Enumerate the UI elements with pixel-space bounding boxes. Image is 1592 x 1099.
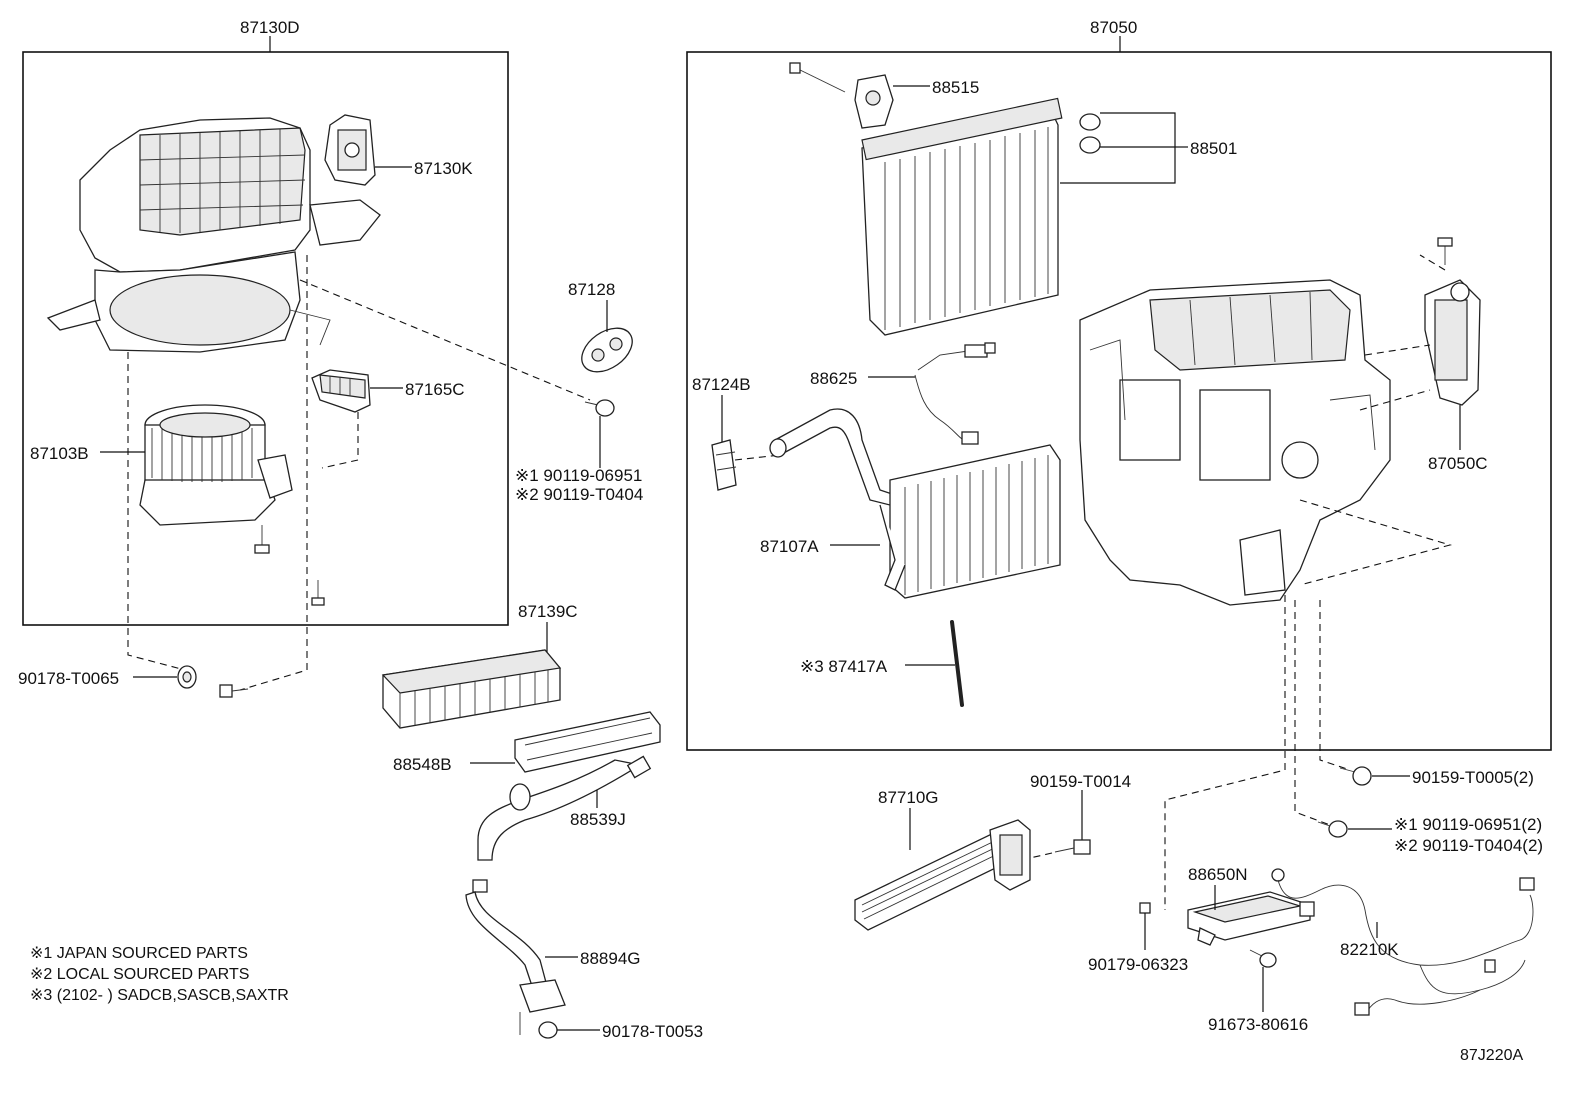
grommet-87128	[581, 300, 633, 373]
note-1: ※1 JAPAN SOURCED PARTS	[30, 945, 248, 962]
dash-guide-7	[1319, 600, 1351, 771]
screw-90159-T0005	[1339, 766, 1410, 786]
dash-guide-3	[299, 279, 591, 401]
label-87710G[interactable]: 87710G	[878, 788, 939, 807]
servo-motor-87050C	[1359, 237, 1481, 450]
label-87103B[interactable]: 87103B	[30, 444, 89, 463]
label-90159-T0005[interactable]: 90159-T0005(2)	[1412, 768, 1534, 787]
label-88501[interactable]: 88501	[1190, 139, 1237, 158]
label-87139C[interactable]: 87139C	[518, 602, 578, 621]
filter-cover-88548B	[470, 711, 661, 773]
label-90178-T0053[interactable]: 90178-T0053	[602, 1022, 703, 1041]
expansion-valve-88515	[789, 62, 930, 129]
note-2: ※2 LOCAL SOURCED PARTS	[30, 966, 249, 983]
label-88625[interactable]: 88625	[810, 369, 857, 388]
label-87130K[interactable]: 87130K	[414, 159, 473, 178]
label-87050[interactable]: 87050	[1090, 18, 1137, 37]
clip-90179-06323	[1139, 902, 1151, 950]
thermistor-88625	[868, 342, 996, 445]
label-88539J[interactable]: 88539J	[570, 810, 626, 829]
dash-guide-2	[239, 255, 308, 691]
dash-guide-6	[1294, 600, 1331, 826]
label-90179-06323[interactable]: 90179-06323	[1088, 955, 1188, 974]
label-88894G[interactable]: 88894G	[580, 949, 641, 968]
label-88650N[interactable]: 88650N	[1188, 865, 1248, 884]
label-82210K[interactable]: 82210K	[1340, 940, 1399, 959]
label-87128[interactable]: 87128	[568, 280, 615, 299]
blower-housing	[46, 117, 381, 353]
label-90119-06951-a[interactable]: ※1 90119-06951	[515, 466, 642, 485]
dash-guide-5	[1164, 595, 1286, 910]
drain-hose-88539J	[477, 755, 652, 861]
nut-90178-T0065	[133, 665, 197, 689]
group-box-87050	[686, 36, 1552, 751]
label-90178-T0065[interactable]: 90178-T0065	[18, 669, 119, 688]
seal-strip-87417A	[905, 620, 964, 707]
diagram-code: 87J220A	[1460, 1047, 1523, 1064]
screw-90159-T0014	[1029, 790, 1091, 859]
label-87107A[interactable]: 87107A	[760, 537, 819, 556]
bolt-90119-upper	[584, 399, 615, 468]
air-filter-87139C	[381, 622, 562, 729]
label-90119-06951-b[interactable]: ※1 90119-06951(2)	[1394, 815, 1542, 834]
dash-guide-1	[127, 352, 186, 671]
wire-harness-82210K	[1277, 877, 1535, 1016]
label-88515[interactable]: 88515	[932, 78, 979, 97]
screw-small-1	[311, 580, 325, 606]
note-3: ※3 (2102- ) SADCB,SASCB,SAXTR	[30, 987, 289, 1004]
blower-motor-87103B	[100, 404, 293, 554]
drain-pipe-88894G	[465, 879, 578, 1035]
label-90119-T0404-b[interactable]: ※2 90119-T0404(2)	[1394, 836, 1543, 855]
evaporator-88501	[861, 97, 1188, 336]
screw-91673-80616	[1249, 949, 1277, 1012]
label-87130D[interactable]: 87130D	[240, 18, 300, 37]
label-90119-T0404-a[interactable]: ※2 90119-T0404	[515, 485, 643, 504]
label-91673-80616[interactable]: 91673-80616	[1208, 1015, 1308, 1034]
label-90159-T0014[interactable]: 90159-T0014	[1030, 772, 1131, 791]
label-87165C[interactable]: 87165C	[405, 380, 465, 399]
label-87417A[interactable]: ※3 87417A	[800, 657, 888, 676]
blower-resistor-87165C	[311, 369, 403, 469]
label-88548B[interactable]: 88548B	[393, 755, 452, 774]
dash-guide-4	[1299, 499, 1453, 586]
ptc-heater-87710G	[854, 808, 1031, 931]
label-87050C[interactable]: 87050C	[1428, 454, 1488, 473]
servo-motor-87130K	[324, 114, 412, 186]
bolt-lower-left	[219, 684, 249, 698]
clip-87124B	[711, 395, 781, 491]
label-87124B[interactable]: 87124B	[692, 375, 751, 394]
amplifier-88650N	[1187, 868, 1315, 946]
screw-90119-lower	[1317, 820, 1392, 838]
nut-90178-T0053	[538, 1021, 600, 1039]
hvac-case	[1079, 279, 1391, 606]
heater-core-87107A	[769, 408, 1061, 599]
group-box-87130D	[22, 36, 509, 626]
